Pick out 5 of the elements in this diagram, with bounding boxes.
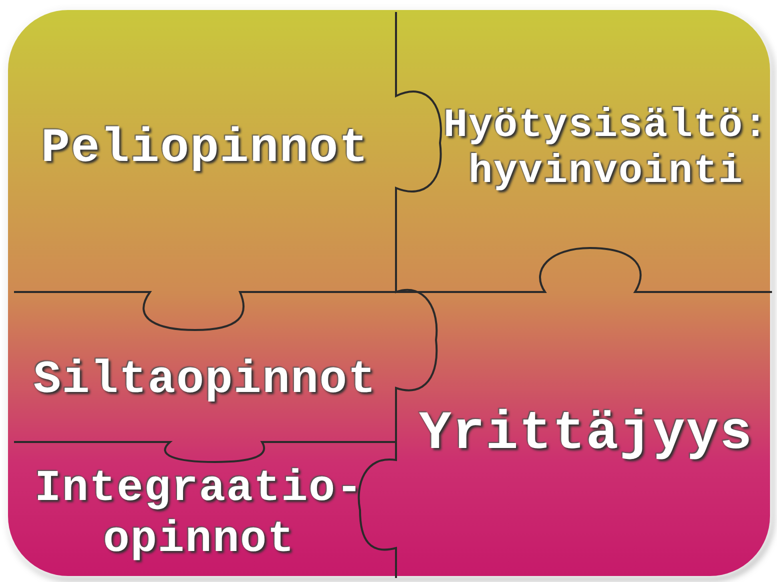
piece-label: Yrittäjyys xyxy=(418,404,754,466)
piece-label: Siltaopinnot xyxy=(33,354,377,406)
piece-label: Hyötysisältö: hyvinvointi xyxy=(442,104,770,196)
piece-label: Peliopinnot xyxy=(41,122,369,178)
piece-label: Integraatio- opinnot xyxy=(34,464,364,566)
